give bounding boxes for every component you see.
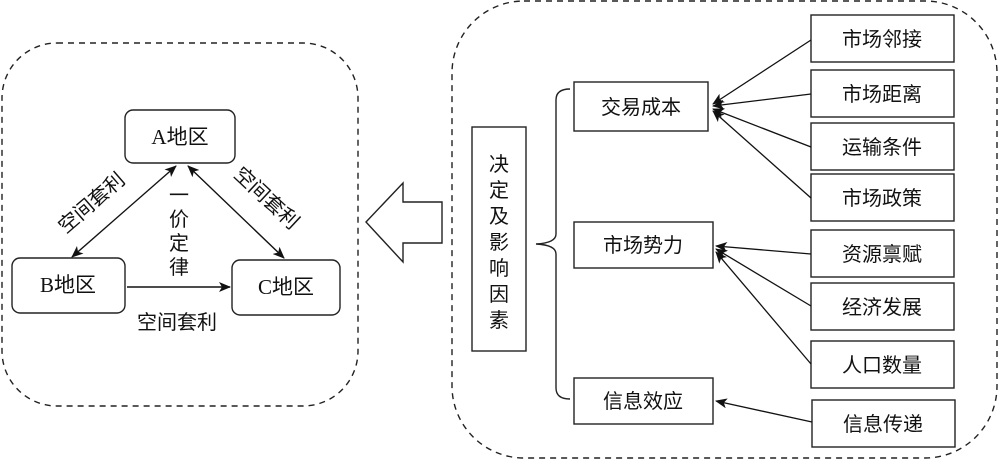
region-c-node: C地区 — [231, 259, 341, 316]
edge-a-c-arrow — [187, 165, 285, 259]
category-label: 信息效应 — [603, 389, 683, 413]
category-information-effect: 信息效应 — [573, 377, 714, 425]
factor-transport-conditions: 运输条件 — [810, 122, 955, 171]
region-b-label: B地区 — [40, 273, 96, 297]
law-char: 定 — [169, 231, 189, 255]
factor-market-adjacency: 市场邻接 — [810, 14, 955, 63]
factor-label: 市场政策 — [842, 186, 922, 210]
region-a-node: A地区 — [124, 109, 236, 164]
factor-label: 经济发展 — [842, 295, 922, 319]
influence-arrow — [712, 39, 812, 105]
influence-arrow — [712, 108, 812, 148]
region-c-label: C地区 — [258, 275, 314, 299]
factor-population-size: 人口数量 — [810, 340, 955, 389]
root-char: 因 — [489, 282, 509, 306]
factor-market-distance: 市场距离 — [810, 69, 955, 118]
hollow-left-arrow-icon — [365, 181, 443, 264]
factor-market-policy: 市场政策 — [810, 173, 955, 222]
influence-arrow — [715, 248, 812, 307]
influence-arrow — [712, 110, 812, 199]
influence-arrow — [715, 241, 812, 255]
influence-arrow — [715, 398, 813, 423]
edge-a-b-arrow — [71, 165, 177, 258]
root-char: 决 — [489, 152, 509, 176]
law-char: 一 — [169, 183, 189, 207]
edge-a-c-label: 空间套利 — [229, 162, 304, 234]
region-b-node: B地区 — [11, 257, 126, 314]
factor-label: 信息传递 — [843, 412, 923, 436]
category-label: 市场势力 — [603, 233, 683, 257]
root-char: 及 — [489, 204, 509, 228]
root-char: 素 — [489, 308, 509, 332]
edge-a-b-label: 空间套利 — [53, 167, 129, 238]
left-panel-frame — [1, 42, 359, 407]
law-char: 价 — [169, 207, 189, 231]
factor-label: 人口数量 — [842, 353, 922, 377]
region-a-label: A地区 — [151, 125, 208, 149]
law-char: 律 — [169, 255, 189, 279]
category-market-power: 市场势力 — [573, 221, 714, 269]
right-panel-frame — [451, 0, 998, 459]
factor-information-transmission: 信息传递 — [811, 399, 956, 448]
edge-b-c-label: 空间套利 — [137, 310, 217, 334]
factor-label: 市场邻接 — [842, 27, 922, 51]
influence-arrow — [715, 251, 812, 365]
factor-label: 市场距离 — [842, 82, 922, 106]
category-label: 交易成本 — [601, 95, 681, 119]
factor-economic-development: 经济发展 — [810, 282, 955, 331]
law-of-one-price-label: 一 价 定 律 — [169, 183, 189, 279]
grouping-brace — [535, 88, 571, 400]
root-char: 定 — [489, 178, 509, 202]
root-factor-box: 决 定 及 影 响 因 素 — [471, 126, 527, 352]
factor-resource-endowment: 资源禀赋 — [810, 229, 955, 278]
root-char: 影 — [489, 230, 509, 254]
factor-label: 资源禀赋 — [842, 242, 922, 266]
influence-arrow — [712, 93, 812, 110]
factor-label: 运输条件 — [842, 135, 922, 159]
root-char: 响 — [489, 256, 509, 280]
category-transaction-cost: 交易成本 — [573, 81, 709, 132]
